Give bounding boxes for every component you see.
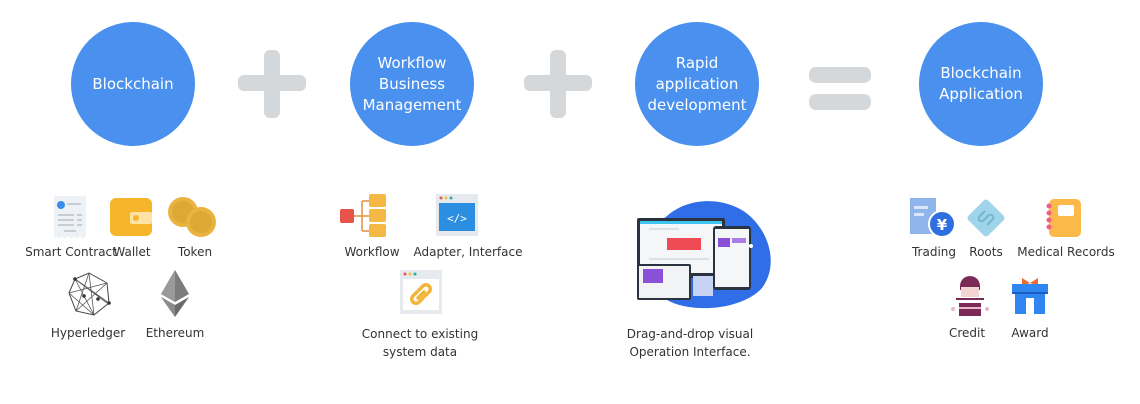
coins-icon (168, 197, 216, 237)
item-label: Hyperledger (50, 326, 126, 340)
link-window-icon (400, 270, 442, 314)
item-label: Drag-and-drop visual Operation Interface… (610, 325, 770, 361)
item-label-line: Drag-and-drop visual (626, 327, 754, 341)
item-label: Adapter, Interface (413, 245, 523, 259)
circle-text: Rapid (675, 53, 719, 72)
item-label: Trading (911, 245, 957, 259)
item-label: Smart Contract (25, 245, 117, 259)
hyperledger-icon (68, 272, 111, 316)
circle-text: development (647, 95, 747, 114)
item-label: Medical Records (1017, 245, 1115, 259)
gift-icon (1012, 278, 1048, 314)
item-label: Workflow (344, 245, 400, 259)
code-window-icon: </> (436, 194, 478, 236)
circle-text: Blockchain (940, 64, 1022, 82)
item-label: Award (1011, 326, 1049, 340)
svg-text:¥: ¥ (937, 216, 948, 234)
item-label-line: Connect to existing (361, 327, 479, 341)
item-label: Wallet (113, 245, 151, 259)
item-label: Credit (948, 326, 986, 340)
contract-icon (54, 196, 86, 239)
circle-rapid-application-development: Rapid application development (635, 22, 759, 146)
equals-icon (809, 67, 871, 110)
item-label: Roots (969, 245, 1003, 259)
circle-text: Workflow (377, 53, 447, 72)
circle-text: Management (362, 95, 462, 114)
circle-text: Blockchain (92, 74, 174, 93)
link-diamond-icon (967, 199, 1005, 237)
circle-text: Application (939, 85, 1023, 103)
workflow-icon (340, 194, 386, 237)
person-card-icon (951, 276, 989, 316)
plus-icon (524, 50, 592, 118)
item-label: Ethereum (145, 326, 205, 340)
wallet-icon (110, 198, 152, 236)
circle-text: application (655, 74, 739, 93)
devices-illustration-icon (637, 201, 771, 309)
item-label-line: Operation Interface. (629, 345, 751, 359)
circle-text: Business (378, 74, 446, 93)
circle-blockchain: Blockchain (71, 22, 195, 146)
notebook-icon (1046, 199, 1081, 237)
plus-icon (238, 50, 306, 118)
item-label: Token (177, 245, 213, 259)
item-label: Connect to existing system data (350, 325, 490, 361)
yen-document-icon: ¥ (910, 198, 956, 238)
circle-workflow-business-management: Workflow Business Management (350, 22, 474, 146)
item-label-line: system data (382, 345, 458, 359)
svg-text:</>: </> (447, 212, 467, 225)
circle-blockchain-application: Blockchain Application (919, 22, 1043, 146)
ethereum-icon (161, 270, 189, 317)
